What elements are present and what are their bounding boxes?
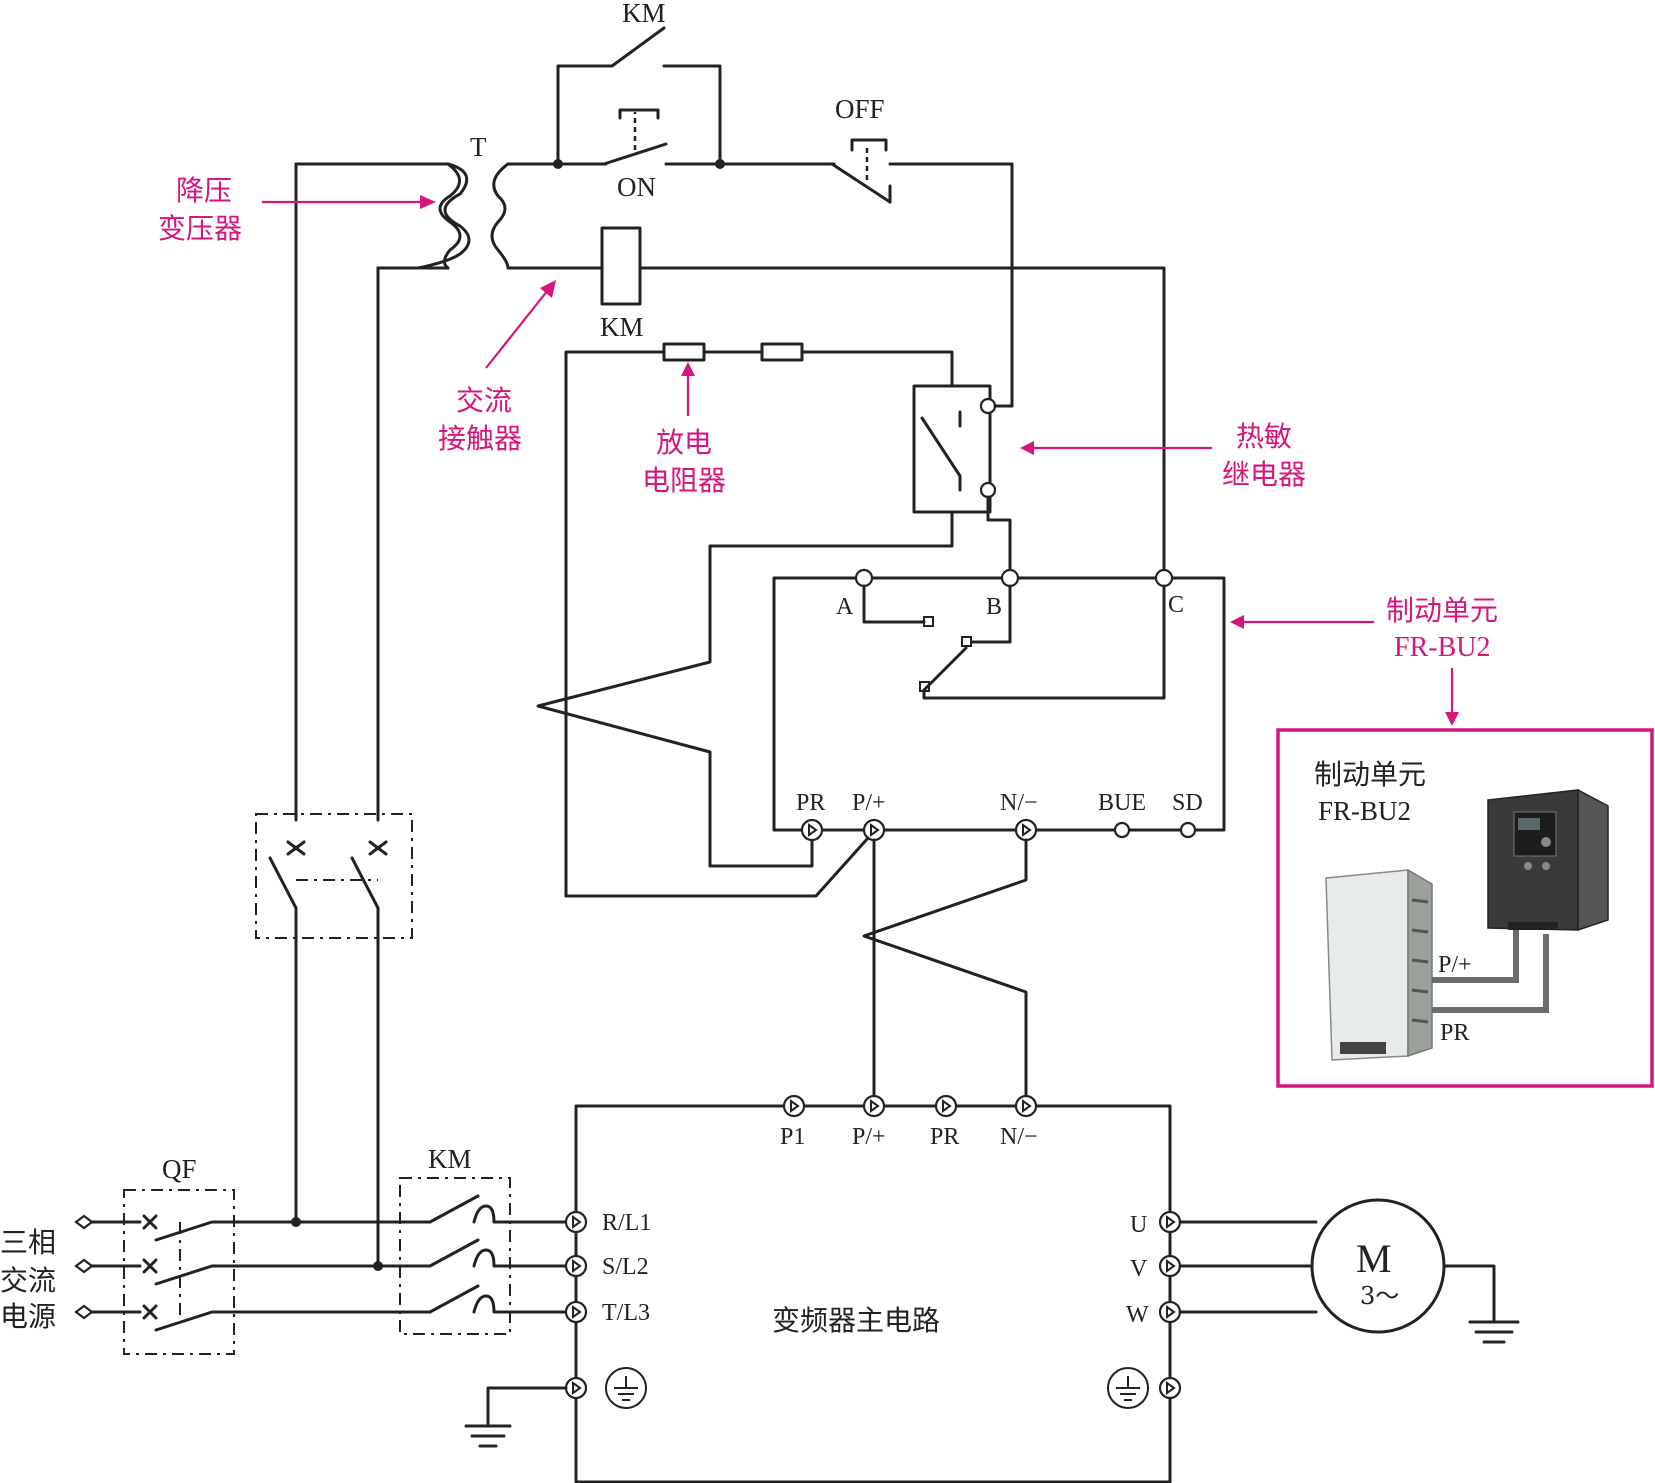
input-terminal-s: S/L2	[602, 1254, 649, 1280]
dc-terminal-pr: PR	[930, 1124, 959, 1150]
dc-terminal-p1: P1	[780, 1124, 805, 1150]
terminal-c: C	[1168, 592, 1184, 618]
dc-terminal-n-minus: N/−	[1000, 1124, 1038, 1150]
discharge-resistor	[662, 342, 706, 362]
terminal-pr: PR	[796, 790, 825, 816]
main-contactor: KM	[399, 1144, 576, 1335]
km-coil	[600, 226, 642, 306]
thermal-relay-callout: 热敏 继电器	[1020, 420, 1306, 491]
terminal-bue: BUE	[1098, 790, 1146, 816]
transformer-callout-1: 降压	[176, 174, 232, 207]
brake-unit-callout: 制动单元 FR-BU2	[1230, 594, 1498, 726]
input-terminal-r: R/L1	[602, 1210, 651, 1236]
transformer-label: T	[470, 132, 487, 162]
brake-callout-1: 制动单元	[1386, 594, 1498, 627]
contactor-callout: 交流 接触器	[438, 280, 556, 455]
resistor-callout: 放电 电阻器	[642, 362, 726, 497]
on-button-label: ON	[617, 172, 656, 202]
supply-label-2: 交流	[0, 1264, 56, 1297]
terminal-n-minus: N/−	[1000, 790, 1038, 816]
qf-breaker: QF	[74, 1154, 236, 1355]
inset-wire-pr: PR	[1440, 1020, 1469, 1046]
ground-symbol-right	[1107, 1367, 1149, 1409]
main-km-label: KM	[428, 1144, 472, 1174]
off-button-label: OFF	[835, 94, 885, 124]
supply-label-1: 三相	[0, 1226, 56, 1259]
transformer-callout: 降压 变压器	[158, 174, 436, 245]
thermal-callout-1: 热敏	[1236, 420, 1292, 453]
inverter-photo	[1487, 788, 1609, 932]
contactor-callout-2: 接触器	[438, 422, 522, 455]
dc-terminal-p-plus: P/+	[852, 1124, 886, 1150]
qf-label: QF	[162, 1154, 197, 1184]
terminal-b: B	[986, 594, 1002, 620]
inset-title-1: 制动单元	[1314, 758, 1426, 791]
terminal-p-plus: P/+	[852, 790, 886, 816]
terminal-sd: SD	[1172, 790, 1203, 816]
ground-symbol-left	[605, 1367, 647, 1409]
supply-label-3: 电源	[0, 1300, 56, 1333]
supply-label: 三相 交流 电源	[0, 1226, 56, 1333]
transformer-callout-2: 变压器	[158, 212, 242, 245]
inset-photo-panel: 制动单元 FR-BU2 P/+ PR	[1276, 728, 1654, 1088]
terminal-a: A	[836, 594, 854, 620]
thermal-relay	[912, 384, 997, 514]
brake-callout-2: FR-BU2	[1394, 632, 1490, 663]
inset-title-2: FR-BU2	[1318, 796, 1411, 826]
resistor-2	[760, 342, 804, 362]
km-aux-label: KM	[622, 0, 666, 28]
output-terminal-w: W	[1126, 1302, 1149, 1328]
contactor-callout-1: 交流	[456, 384, 512, 417]
km-coil-label: KM	[600, 312, 644, 342]
resistor-callout-2: 电阻器	[642, 464, 726, 497]
thermal-callout-2: 继电器	[1222, 458, 1306, 491]
motor-label: M	[1356, 1236, 1392, 1281]
motor: M 3～	[1310, 1198, 1446, 1334]
motor-sub-label: 3～	[1360, 1282, 1399, 1310]
inverter-title: 变频器主电路	[772, 1304, 940, 1337]
inset-wire-p-plus: P/+	[1438, 952, 1472, 978]
step-down-transformer: T	[294, 132, 510, 270]
control-fuse-switch	[255, 813, 413, 939]
brake-unit-photo	[1325, 868, 1433, 1061]
output-terminal-v: V	[1130, 1256, 1148, 1282]
brake-unit: A B C PR P/+ N/− BUE SD	[772, 568, 1226, 842]
input-terminal-t: T/L3	[602, 1300, 650, 1326]
inverter-main-circuit: P1 P/+ PR N/− R/L1 S/L2 T/L3 U V W 变频器主电…	[564, 1094, 1182, 1483]
resistor-callout-1: 放电	[656, 426, 712, 459]
output-terminal-u: U	[1130, 1212, 1147, 1238]
